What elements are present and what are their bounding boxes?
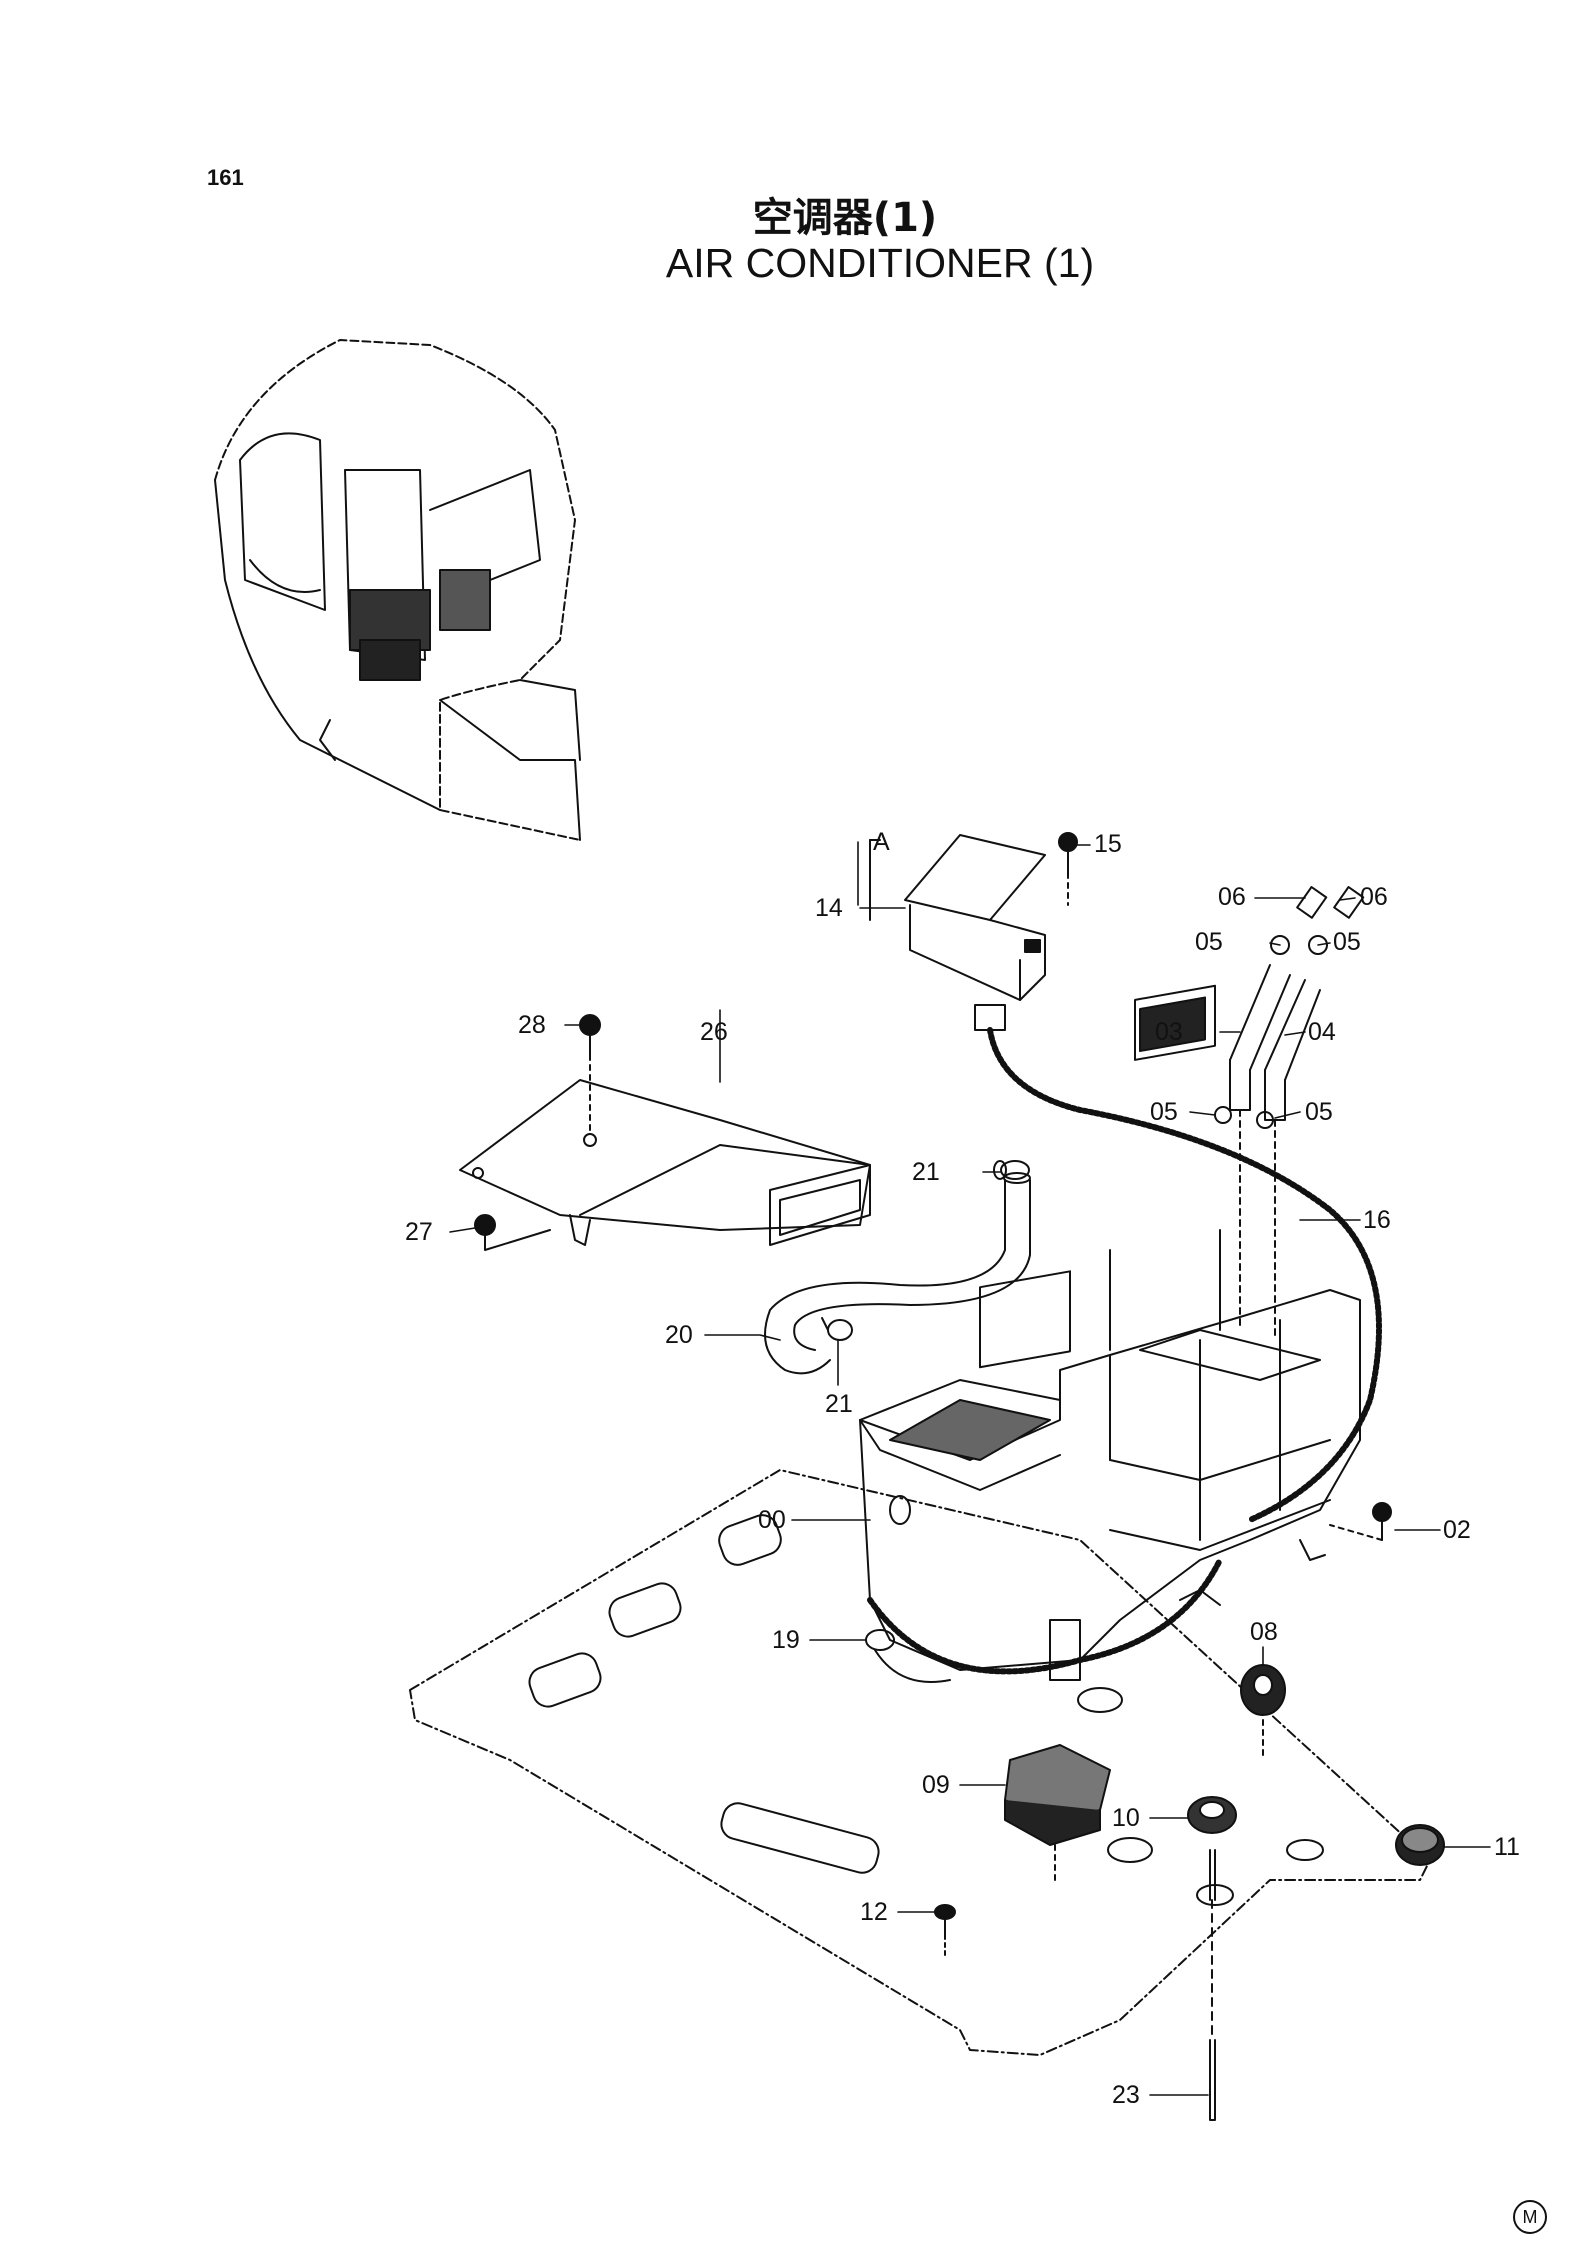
part-label-19: 19 [772,1626,800,1654]
corner-mark: M [1513,2200,1547,2234]
grommet-part-10 [1187,1796,1237,1834]
part-label-02: 02 [1443,1516,1471,1544]
part-label-05-lower-right: 05 [1305,1098,1333,1126]
part-label-16: 16 [1363,1206,1391,1234]
part-label-05-lower-left: 05 [1150,1098,1178,1126]
part-label-27: 27 [405,1218,433,1246]
screw-part-02 [1329,1502,1392,1541]
part-label-14: 14 [815,894,843,922]
screw-part-12 [934,1904,956,1956]
wire-harness-part-16 [974,1004,1382,1523]
rod-part-23 [1209,1849,1216,2121]
part-label-21-upper: 21 [912,1158,940,1186]
part-label-26: 26 [700,1018,728,1046]
page-number: 161 [207,165,244,190]
grommet-part-08 [1240,1664,1286,1761]
part-label-12: 12 [860,1898,888,1926]
part-label-10: 10 [1112,1804,1140,1832]
part-label-00: 00 [758,1506,786,1534]
screw-part-27 [474,1214,551,1251]
screw-part-15 [1058,832,1078,906]
clamp-part-21-upper [993,1160,1030,1180]
corner-mark-letter: M [1522,2207,1538,2227]
part-labels: A 15 14 06 06 05 05 03 04 05 05 16 28 26… [405,828,1520,2109]
part-label-23: 23 [1112,2081,1140,2109]
part-label-11: 11 [1494,1833,1520,1861]
duct-part-26 [459,1079,871,1246]
part-label-28: 28 [518,1011,546,1039]
grommet-part-11 [1395,1824,1445,1866]
drain-hose-part-20 [764,1172,1031,1375]
part-label-04: 04 [1308,1018,1336,1046]
leader-lines [449,841,1491,2096]
detail-label-a: A [873,828,890,856]
part-label-03: 03 [1155,1018,1183,1046]
part-label-15: 15 [1094,830,1122,858]
base-plate-cutouts [528,1514,1324,1906]
air-conditioner-unit-part-00 [859,984,1361,1683]
clamp-part-21-lower [821,1317,853,1341]
part-label-06-left: 06 [1218,883,1246,911]
part-label-20: 20 [665,1321,693,1349]
part-label-08: 08 [1250,1618,1278,1646]
part-label-05-top-right: 05 [1333,928,1361,956]
part-label-09: 09 [922,1771,950,1799]
seal-part-09 [1004,1744,1111,1881]
cab-overview-illustration [214,339,581,841]
title-english: AIR CONDITIONER (1) [665,240,1095,286]
part-label-21-lower: 21 [825,1390,853,1418]
part-label-06-right: 06 [1360,883,1388,911]
control-panel-part-14 [869,834,1046,1001]
title-chinese: 空调器(1) [752,195,938,241]
base-floor-plate [409,1469,1431,2056]
screw-part-28 [579,1014,601,1131]
part-label-05-top-left: 05 [1195,928,1223,956]
